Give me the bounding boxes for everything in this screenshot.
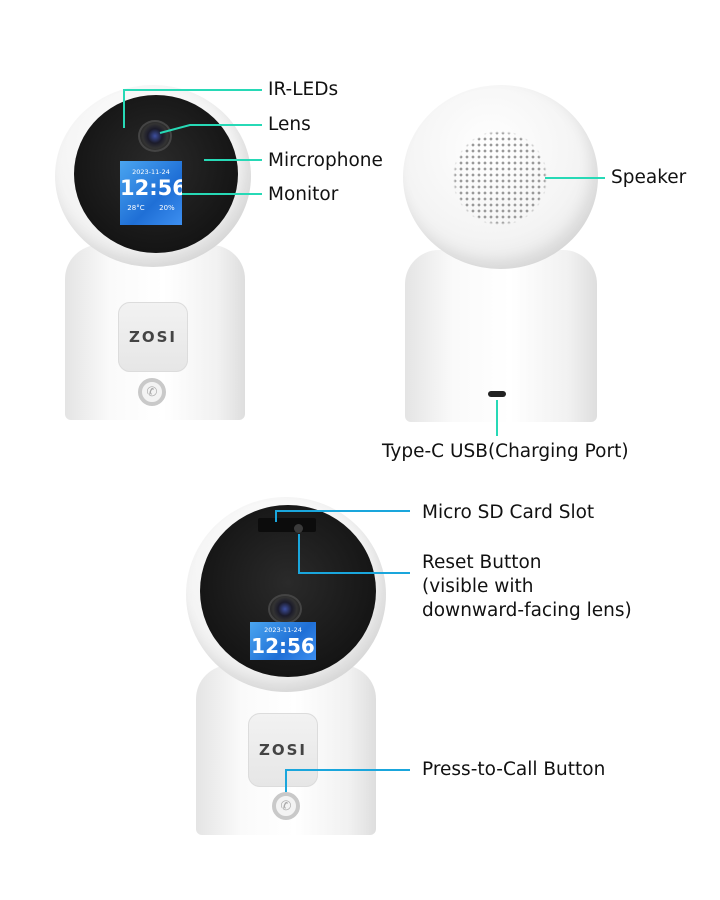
zosi-logo-badge: ZOSI (118, 302, 188, 372)
screen-date-2: 2023-11-24 (264, 626, 302, 634)
screen-temperature: 28°C (127, 204, 145, 212)
callout-call (285, 769, 410, 792)
speaker-grill-icon (452, 130, 548, 226)
monitor-screen-2: 2023-11-24 12:56 (250, 622, 316, 660)
screen-humidity: 20% (159, 204, 175, 212)
callout-sd (275, 510, 410, 522)
label-lens: Lens (268, 114, 311, 135)
phone-icon: ✆ (280, 798, 292, 814)
label-speaker: Speaker (611, 167, 687, 188)
zosi-logo-badge-2: ZOSI (248, 713, 318, 787)
label-usb: Type-C USB(Charging Port) (382, 441, 629, 462)
screen-time: 12:56 (120, 176, 182, 200)
label-monitor: Monitor (268, 184, 339, 205)
phone-icon: ✆ (146, 384, 158, 400)
usb-c-port (488, 391, 506, 397)
label-reset-2: (visible with (422, 576, 534, 597)
screen-time-2: 12:56 (251, 634, 315, 658)
reset-button-icon (294, 524, 303, 533)
monitor-screen: 2023-11-24 12:56 28°C 20% (120, 161, 182, 225)
call-button[interactable]: ✆ (138, 378, 166, 406)
call-button-2[interactable]: ✆ (272, 792, 300, 820)
label-microphone: Mircrophone (268, 150, 383, 171)
label-sd-slot: Micro SD Card Slot (422, 502, 595, 523)
label-reset-3: downward-facing lens) (422, 600, 632, 621)
label-ir-leds: IR-LEDs (268, 79, 339, 100)
callout-lens (159, 124, 262, 134)
callout-reset (298, 534, 410, 574)
label-reset-1: Reset Button (422, 552, 542, 573)
lens-icon (138, 120, 172, 152)
screen-date: 2023-11-24 (132, 168, 170, 176)
label-call-button: Press-to-Call Button (422, 759, 606, 780)
brand-logo: ZOSI (128, 328, 177, 346)
callout-ir-leds (123, 89, 262, 128)
brand-logo-2: ZOSI (258, 741, 307, 759)
